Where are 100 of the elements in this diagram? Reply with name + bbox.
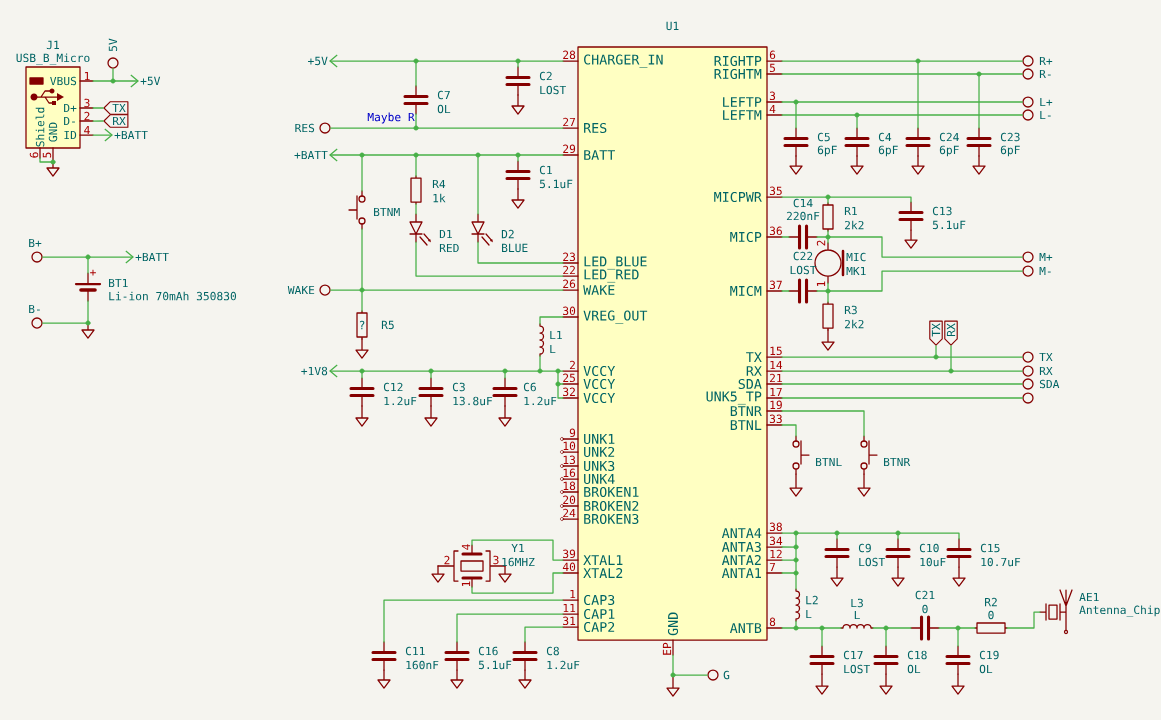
wire bbox=[672, 674, 708, 676]
power-label: +BATT bbox=[294, 150, 328, 160]
component-label: C19 bbox=[979, 650, 999, 660]
terminal-label: M- bbox=[1039, 266, 1051, 276]
pin-number: 26 bbox=[563, 279, 576, 289]
component-label: C24 bbox=[939, 132, 959, 142]
wire bbox=[92, 120, 104, 122]
polarity-mark: + bbox=[90, 269, 96, 276]
wire bbox=[885, 627, 887, 647]
wire bbox=[112, 74, 139, 88]
wire bbox=[330, 127, 417, 129]
pin-number: 4 bbox=[769, 104, 776, 114]
wire bbox=[329, 364, 363, 378]
wire bbox=[781, 559, 797, 561]
component-label: AE1 bbox=[1079, 592, 1099, 602]
component-label: C5 bbox=[817, 132, 830, 142]
pin-number: 2 bbox=[569, 360, 575, 370]
power-label: +5V bbox=[140, 76, 161, 86]
power-label: +5V bbox=[308, 56, 328, 66]
wire bbox=[795, 546, 797, 561]
wire bbox=[415, 60, 519, 62]
pin-number: 40 bbox=[562, 562, 576, 572]
wire bbox=[781, 236, 790, 238]
pin-number: 22 bbox=[563, 265, 575, 275]
wire bbox=[795, 572, 797, 590]
component-label: BTNR bbox=[884, 457, 911, 467]
wire bbox=[917, 60, 1023, 62]
wire bbox=[781, 546, 797, 548]
wire bbox=[430, 370, 432, 379]
component-label: C4 bbox=[878, 132, 892, 142]
component-label: R3 bbox=[844, 305, 857, 315]
component-label: D1 bbox=[439, 229, 452, 239]
component-label: 6pF bbox=[1000, 145, 1020, 157]
component-label: C15 bbox=[980, 543, 1000, 553]
wire bbox=[935, 356, 1023, 358]
wire bbox=[92, 128, 113, 142]
wire bbox=[383, 599, 564, 643]
wire bbox=[330, 289, 363, 291]
pin-number: 4 bbox=[84, 125, 90, 135]
pin-number: 17 bbox=[770, 387, 782, 397]
wire bbox=[361, 154, 363, 192]
terminal-label: B+ bbox=[29, 238, 42, 248]
component-label: 16MHZ bbox=[502, 557, 535, 567]
component-label: LOST bbox=[790, 265, 817, 275]
wire bbox=[781, 73, 980, 75]
terminal-label: B- bbox=[29, 304, 40, 314]
wire bbox=[795, 620, 797, 629]
component-label: 6pF bbox=[878, 145, 898, 157]
wire bbox=[781, 383, 1023, 385]
wire bbox=[539, 316, 564, 325]
pin-number: 37 bbox=[769, 280, 782, 290]
component-label: C2 bbox=[539, 71, 552, 81]
terminal-label: WAKE bbox=[287, 285, 315, 295]
component-label: 1.2uF bbox=[547, 660, 580, 670]
component-label: C11 bbox=[405, 646, 425, 656]
component-label: L bbox=[854, 610, 860, 620]
pin-number: 20 bbox=[563, 495, 576, 505]
component-label: C9 bbox=[858, 543, 871, 553]
component-label: 220nF bbox=[786, 211, 820, 221]
wire bbox=[39, 157, 54, 163]
terminal-label: RES bbox=[295, 123, 315, 133]
component-label: L2 bbox=[806, 595, 818, 605]
wire bbox=[781, 60, 919, 62]
wire bbox=[950, 345, 952, 372]
wire bbox=[539, 370, 559, 372]
wire bbox=[781, 101, 797, 103]
component-label: U1 bbox=[666, 21, 679, 31]
wire bbox=[42, 322, 89, 324]
wire bbox=[795, 627, 823, 629]
pin-number: 23 bbox=[563, 252, 576, 262]
pin-number: 24 bbox=[563, 508, 576, 518]
component-label: 160nF bbox=[406, 660, 439, 670]
wire bbox=[781, 290, 790, 292]
wire bbox=[1006, 611, 1041, 629]
wire bbox=[415, 203, 417, 215]
pin-number: 39 bbox=[563, 549, 576, 559]
terminal-label: L- bbox=[1040, 110, 1051, 120]
component-label: 0 bbox=[988, 610, 994, 620]
pin-number: 21 bbox=[769, 373, 782, 383]
wire bbox=[795, 532, 797, 548]
component-label: J1 bbox=[46, 40, 59, 50]
wire bbox=[557, 383, 564, 385]
pin-number: 35 bbox=[769, 186, 782, 196]
component-label: C23 bbox=[1000, 132, 1020, 142]
signal-label: TX bbox=[929, 320, 943, 346]
component-label: ? bbox=[359, 320, 365, 330]
power-label: +BATT bbox=[114, 130, 148, 140]
wire bbox=[539, 355, 541, 372]
component-label: C16 bbox=[478, 646, 498, 656]
pin-number: 16 bbox=[563, 468, 576, 478]
wire bbox=[92, 107, 104, 109]
wire bbox=[92, 80, 114, 82]
component-label: 13.8uF bbox=[453, 396, 493, 406]
component-label: Li-ion 70mAh 350830 bbox=[109, 291, 237, 301]
pin-number: 28 bbox=[563, 50, 576, 60]
component-label: 10uF bbox=[920, 557, 946, 567]
component-label: D2 bbox=[501, 229, 514, 239]
wire bbox=[827, 236, 829, 244]
component-label: LOST bbox=[859, 557, 885, 567]
wire bbox=[836, 532, 899, 534]
